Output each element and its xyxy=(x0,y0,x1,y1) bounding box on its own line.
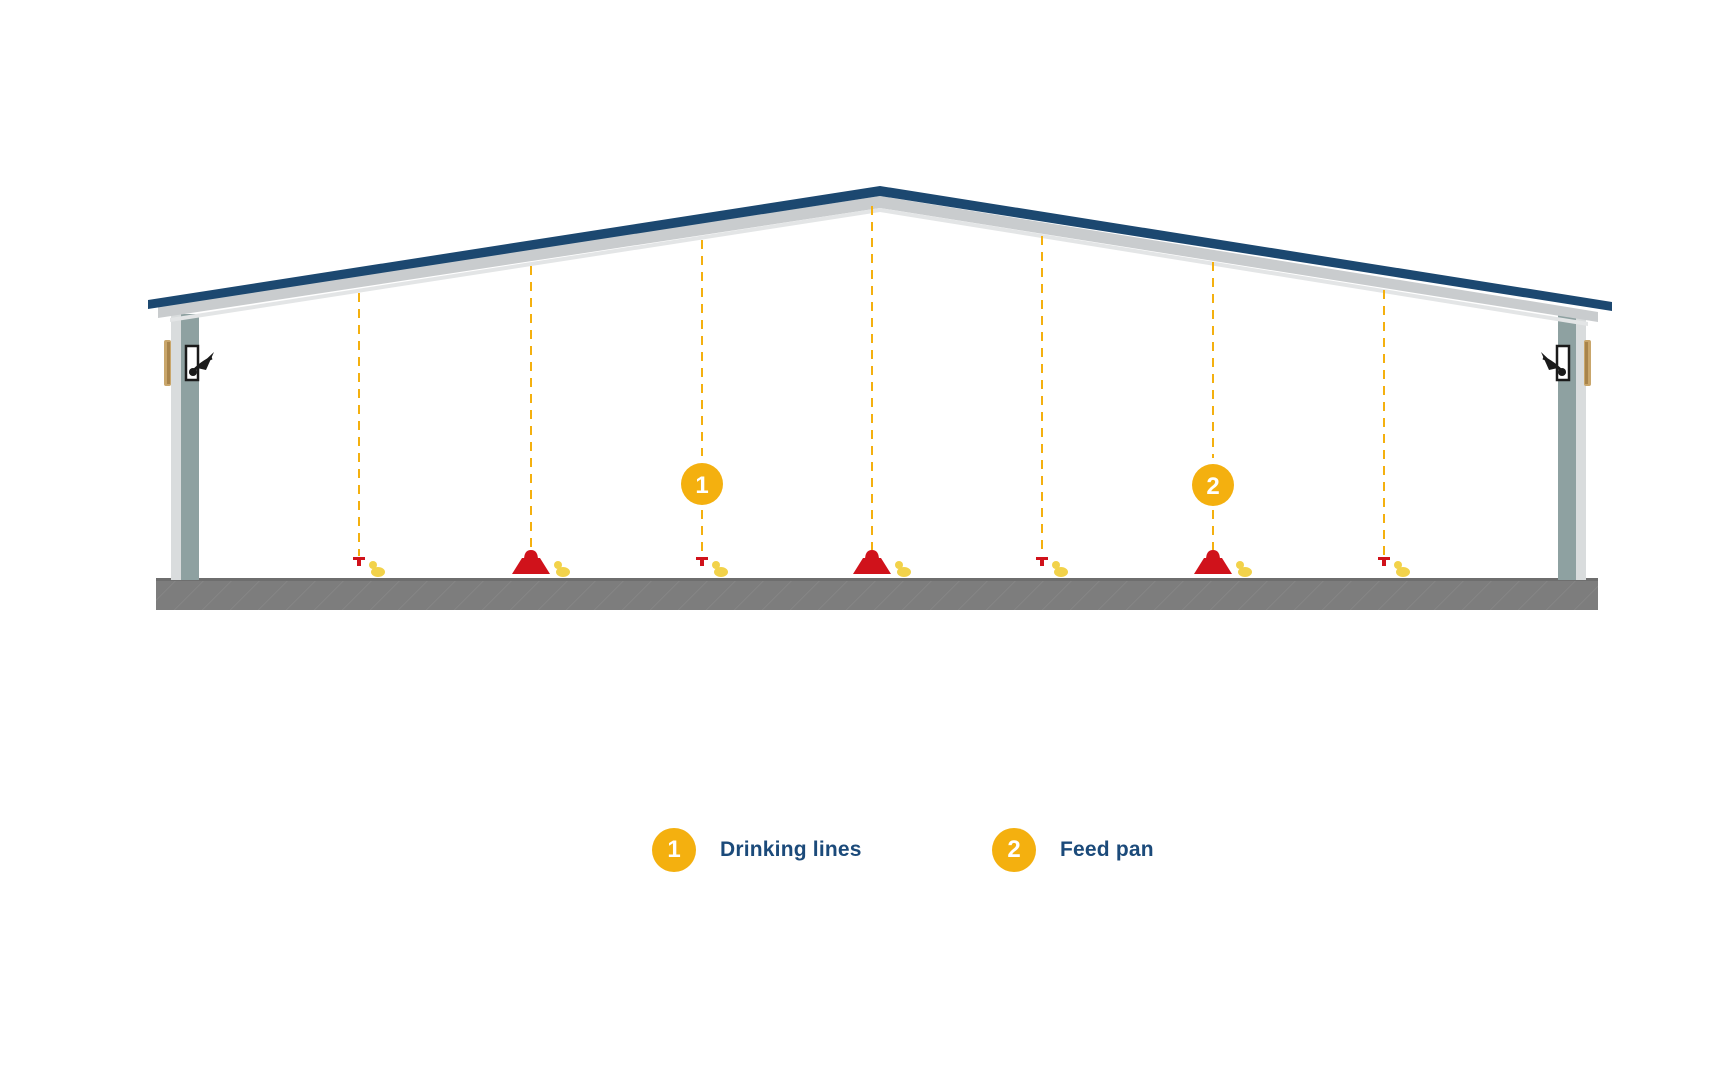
legend-label: Feed pan xyxy=(1060,838,1154,861)
wall-fan-icon xyxy=(164,340,171,386)
air-inlet-icon xyxy=(1541,344,1571,382)
chick-icon xyxy=(895,561,911,577)
feed-pan-icon xyxy=(853,550,891,574)
drinker-nipple-icon xyxy=(1036,557,1048,566)
hanging-lines xyxy=(358,206,1385,556)
chick-icon xyxy=(554,561,570,577)
roof-underside xyxy=(158,196,1598,322)
chick-icon xyxy=(1052,561,1068,577)
drinker-nipple-icon xyxy=(1378,557,1390,566)
feed-pan-icon xyxy=(1194,550,1232,574)
marker-drinking-lines: 1 xyxy=(681,463,723,505)
marker-number: 2 xyxy=(1206,473,1219,500)
marker-feed-pan: 2 xyxy=(1192,464,1234,506)
chick-icon xyxy=(1236,561,1252,577)
chick-icon xyxy=(369,561,385,577)
drinker-nipple-icon xyxy=(696,557,708,566)
air-inlet-icon xyxy=(184,344,214,382)
floor-top-edge xyxy=(156,578,1598,581)
floor-slab xyxy=(156,580,1598,610)
legend-item-drinking-lines: 1 Drinking lines xyxy=(652,828,862,872)
chick-icon xyxy=(1394,561,1410,577)
legend-item-feed-pan: 2 Feed pan xyxy=(992,828,1154,872)
marker-number: 1 xyxy=(695,472,708,499)
legend-badge: 1 xyxy=(652,828,696,872)
legend-label: Drinking lines xyxy=(720,838,862,861)
drinker-nipple-icon xyxy=(353,557,365,566)
legend-badge: 2 xyxy=(992,828,1036,872)
wall-fan-icon xyxy=(1584,340,1591,386)
feed-pan-icon xyxy=(512,550,550,574)
chick-icon xyxy=(712,561,728,577)
